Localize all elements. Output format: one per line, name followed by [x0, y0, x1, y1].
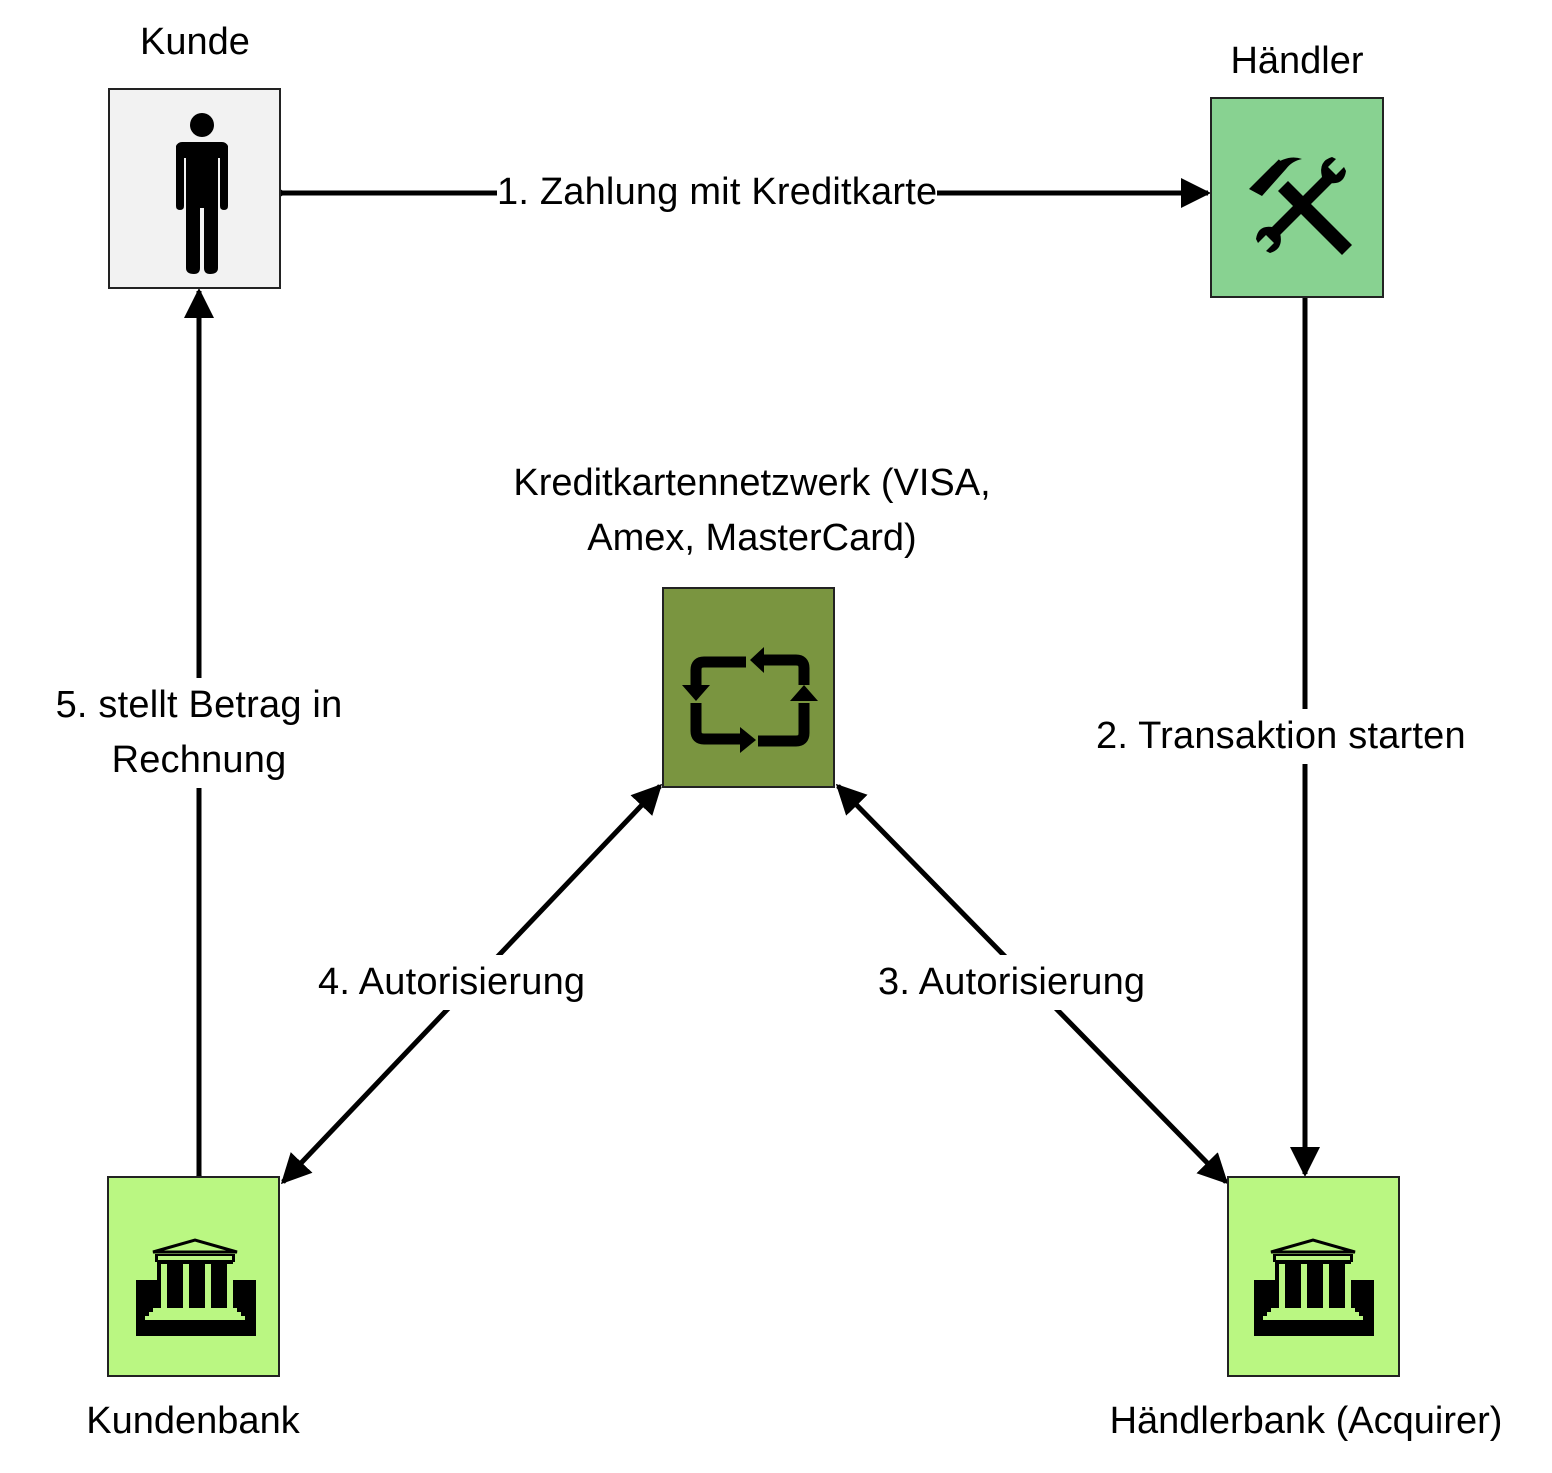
bank-icon — [1254, 1238, 1374, 1336]
netzwerk-node[interactable] — [662, 587, 835, 788]
kunde-node[interactable] — [108, 88, 281, 289]
person-icon — [176, 113, 228, 274]
haendlerbank-node[interactable] — [1227, 1176, 1400, 1377]
edge-3-label: 3. Autorisierung — [878, 955, 1146, 1010]
cycle-arrows-icon — [682, 647, 818, 753]
edge-1-label: 1. Zahlung mit Kreditkarte — [497, 165, 938, 220]
edge-2-label: 2. Transaktion starten — [1096, 709, 1466, 764]
haendlerbank-title: Händlerbank (Acquirer) — [1109, 1400, 1503, 1442]
kundenbank-node[interactable] — [107, 1176, 280, 1377]
tools-icon — [1249, 157, 1352, 255]
haendler-node[interactable] — [1210, 97, 1384, 298]
kunde-title: Kunde — [140, 21, 250, 63]
edge-4-label: 4. Autorisierung — [318, 955, 586, 1010]
netzwerk-title-line1: Kreditkartennetzwerk (VISA, — [513, 462, 991, 504]
netzwerk-title-line2: Amex, MasterCard) — [587, 517, 917, 559]
bank-icon — [136, 1238, 256, 1336]
edge-5-label-line2: Rechnung — [104, 733, 294, 788]
edge-5-label-line1: 5. stellt Betrag in — [38, 678, 360, 733]
kundenbank-title: Kundenbank — [86, 1400, 300, 1442]
haendler-title: Händler — [1230, 40, 1364, 82]
